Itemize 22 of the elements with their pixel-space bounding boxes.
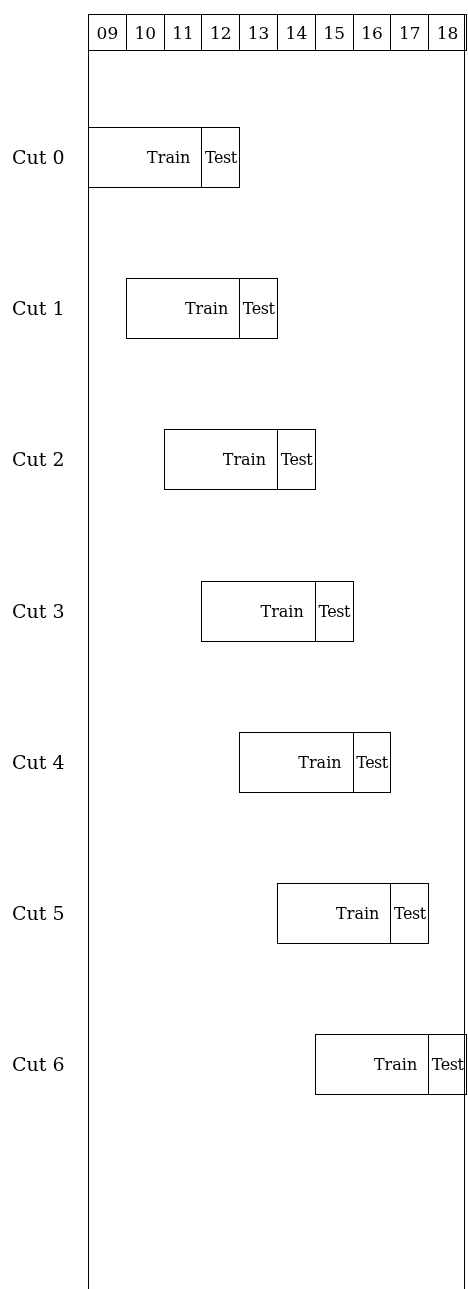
cut-label: Cut 0 bbox=[12, 145, 65, 169]
cut-label: Cut 5 bbox=[12, 901, 65, 925]
cut-label: Cut 2 bbox=[12, 447, 65, 472]
train-window: Train bbox=[201, 580, 316, 642]
cut-label: Cut 4 bbox=[12, 749, 65, 774]
train-window: Train bbox=[239, 731, 354, 793]
test-window: Test bbox=[428, 1034, 467, 1096]
test-window: Test bbox=[390, 883, 430, 944]
test-window: Test bbox=[314, 580, 354, 642]
test-window: Test bbox=[352, 731, 392, 793]
train-window: Train bbox=[125, 278, 241, 340]
train-window: Train bbox=[314, 1034, 430, 1096]
cut-label: Cut 3 bbox=[12, 598, 65, 623]
train-window: Train bbox=[163, 429, 278, 491]
test-window: Test bbox=[239, 278, 278, 340]
year-header: 18 bbox=[428, 14, 467, 51]
train-window: Train bbox=[88, 127, 203, 188]
test-window: Test bbox=[201, 127, 241, 188]
train-window: Train bbox=[277, 883, 392, 944]
test-window: Test bbox=[277, 429, 316, 491]
cut-label: Cut 6 bbox=[12, 1052, 65, 1077]
cut-label: Cut 1 bbox=[12, 296, 65, 321]
